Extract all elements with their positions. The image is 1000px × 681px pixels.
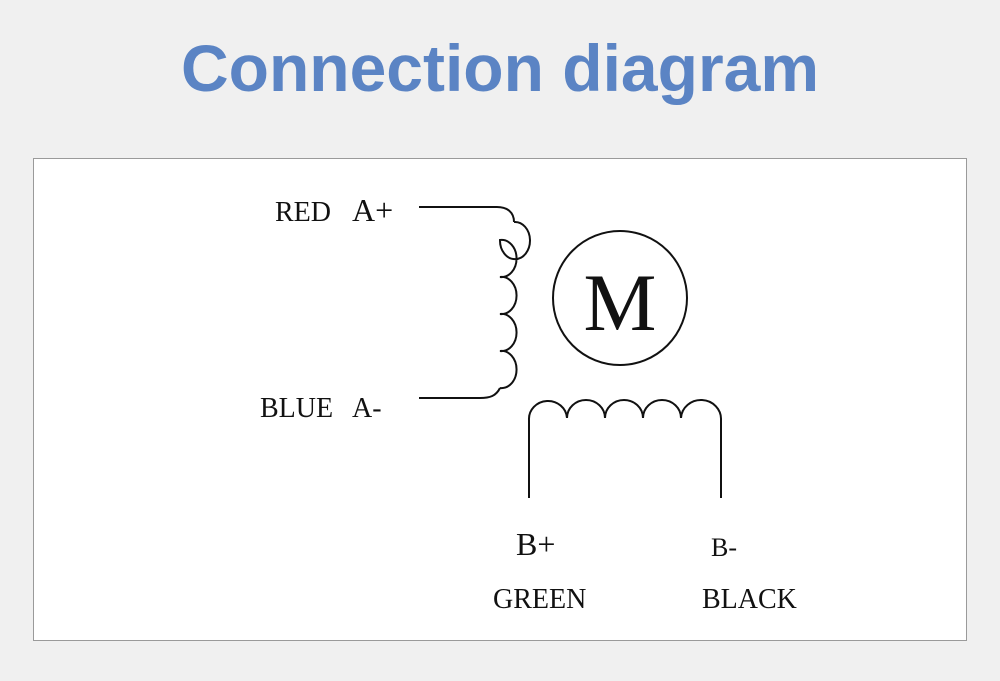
motor-circle bbox=[552, 230, 688, 366]
label-a-plus: A+ bbox=[352, 192, 393, 228]
label-blue: BLUE bbox=[260, 393, 333, 424]
page-title: Connection diagram bbox=[180, 31, 820, 105]
label-black: BLACK bbox=[702, 584, 797, 615]
label-a-minus: A- bbox=[352, 393, 382, 424]
winding-b-coil bbox=[527, 399, 723, 498]
diagram-panel bbox=[33, 158, 967, 641]
label-b-plus: B+ bbox=[516, 526, 555, 562]
label-b-minus: B- bbox=[711, 533, 737, 562]
winding-a-coil bbox=[498, 220, 531, 390]
label-green: GREEN bbox=[493, 584, 586, 615]
winding-a-bottom-lead bbox=[419, 387, 501, 399]
motor-label: M bbox=[584, 257, 657, 348]
label-red: RED bbox=[275, 197, 331, 228]
winding-a-top-lead bbox=[419, 206, 515, 223]
